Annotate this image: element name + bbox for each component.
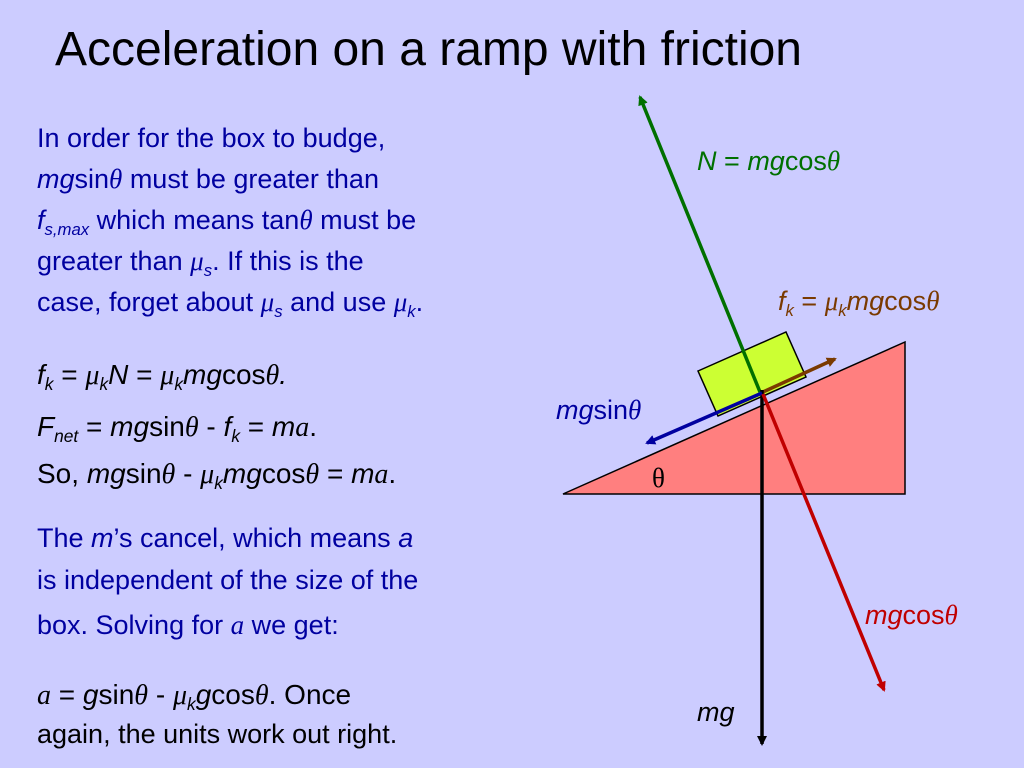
mgsin-arrow — [645, 391, 763, 445]
mgsin-label: mgsinθ — [556, 395, 642, 425]
mgcos-arrow — [761, 393, 886, 692]
intro-line-3: fs,max which means tanθ must be — [37, 205, 417, 239]
intro-line-5: case, forget about μs and use μk. — [37, 287, 424, 321]
mgcos-label: mgcosθ — [865, 600, 958, 630]
equation-combined: So, mgsinθ - μkmgcosθ = ma. — [37, 458, 397, 494]
equation-acceleration: a = gsinθ - μkgcosθ. Once — [37, 679, 352, 715]
cancel-line-3: box. Solving for a we get: — [37, 610, 339, 640]
friction-arrow — [762, 357, 837, 394]
cancel-line-1: The m’s cancel, which means a — [37, 523, 414, 553]
cancel-line-2: is independent of the size of the — [37, 565, 419, 595]
friction-label: fk = μkmgcosθ — [778, 286, 940, 320]
ramp-triangle — [562, 340, 906, 495]
intro-line-4: greater than μs. If this is the — [37, 246, 364, 280]
angle-label: θ — [652, 463, 665, 493]
intro-line-1: In order for the box to budge, — [37, 123, 386, 153]
equation-friction: fk = μkN = μkmgcosθ. — [37, 359, 288, 395]
gravity-label: mg — [697, 697, 735, 727]
normal-force-label: N = mgcosθ — [697, 146, 841, 176]
intro-line-2: mgsinθ must be greater than — [37, 164, 379, 194]
final-line: again, the units work out right. — [37, 719, 398, 749]
equation-net-force: Fnet = mgsinθ - fk = ma. — [37, 411, 318, 447]
page-title: Acceleration on a ramp with friction — [55, 23, 802, 76]
normal-force-arrow — [638, 95, 762, 393]
